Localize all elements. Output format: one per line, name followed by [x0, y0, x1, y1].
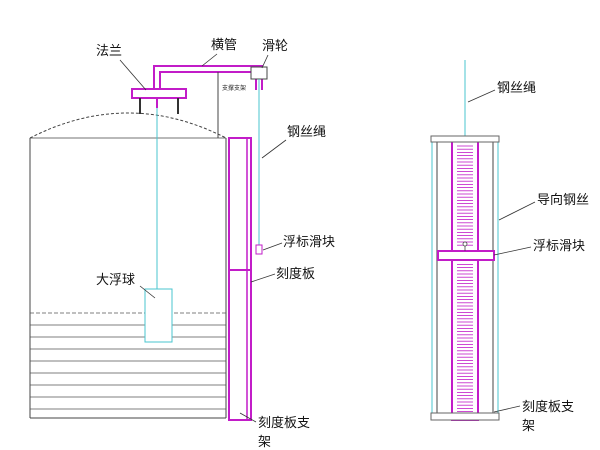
scale-board-detail: [430, 60, 500, 421]
tank-assembly: 支撑支架: [29, 65, 268, 421]
scale-board-frame: [228, 137, 252, 421]
leader-pulley: [261, 54, 269, 69]
left-labels: 法兰 横管 滑轮 钢丝绳 浮标滑块 大浮球 刻度板 刻度板支 架: [96, 38, 335, 450]
leader-float-slider-left: [262, 242, 283, 251]
label-scale-board: 刻度板: [276, 266, 315, 282]
leader-big-float: [139, 285, 156, 299]
leader-wire-rope-left: [261, 139, 287, 159]
leader-scale-board: [250, 273, 276, 283]
label-guide-wire: 导向钢丝: [537, 192, 589, 208]
right-labels: 钢丝绳 导向钢丝 浮标滑块 刻度板支 架: [467, 81, 589, 434]
big-float: [144, 288, 173, 343]
leader-wire-rope-right: [467, 89, 496, 103]
scale-ticks: [457, 145, 473, 416]
label-big-float: 大浮球: [96, 273, 135, 288]
float-slider-left: [255, 244, 263, 255]
label-flange: 法兰: [96, 44, 122, 59]
leader-scale-support-left: [239, 412, 257, 423]
label-wire-rope-right: 钢丝绳: [497, 81, 536, 96]
float-slider-right: [437, 250, 495, 261]
flange-legs: [139, 98, 179, 114]
label-scale-support-left-1: 刻度板支: [258, 415, 310, 431]
leader-float-slider-right: [493, 246, 532, 256]
tank-roof: [29, 112, 227, 139]
slider-bolt: [462, 241, 468, 247]
label-pulley: 滑轮: [262, 39, 288, 54]
leader-guide-wire: [498, 201, 536, 221]
top-bracket: [430, 135, 500, 143]
label-scale-support-right-2: 架: [522, 419, 535, 434]
leader-flange: [119, 59, 147, 91]
leader-cross-pipe: [201, 53, 218, 67]
bottom-bracket: [430, 412, 500, 421]
label-cross-pipe: 横管: [211, 38, 237, 53]
label-float-slider-left: 浮标滑块: [283, 235, 335, 250]
scale-board: [228, 137, 252, 421]
label-wire-rope-left: 钢丝绳: [287, 125, 326, 140]
label-float-slider-right: 浮标滑块: [533, 239, 585, 254]
support-bracket-label: 支撑支架: [222, 84, 246, 92]
flange-plate: [131, 88, 187, 99]
label-scale-support-right-1: 刻度板支: [522, 399, 574, 415]
liquid-lines: [30, 312, 226, 410]
label-scale-support-left-2: 架: [258, 435, 271, 450]
pulley: [250, 66, 268, 80]
leader-scale-support-right: [493, 405, 521, 413]
